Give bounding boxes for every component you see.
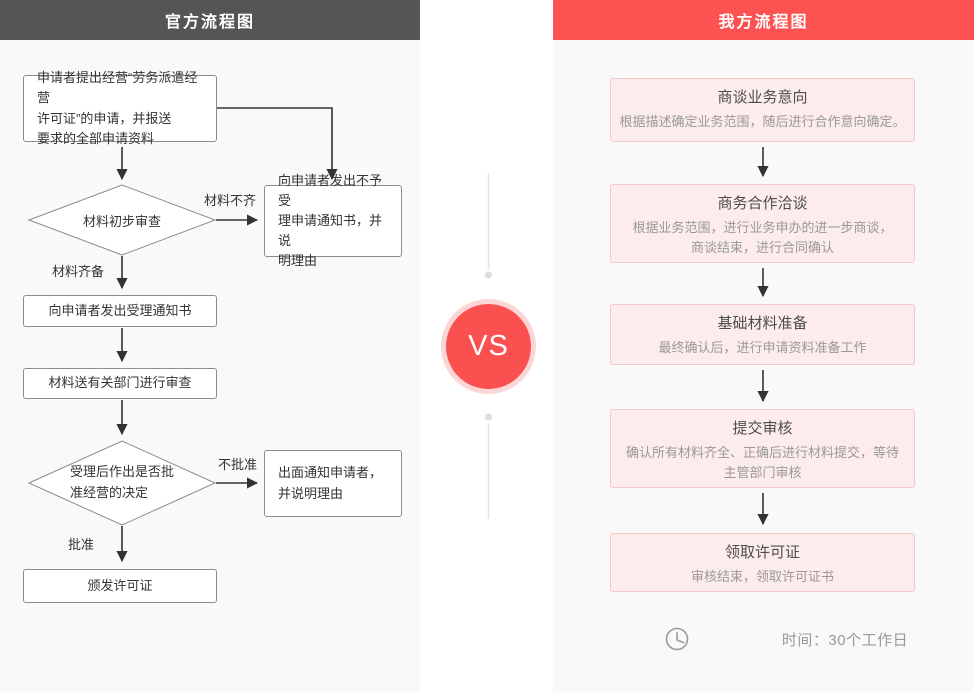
divider-dot-top	[485, 271, 492, 279]
step-2-desc: 根据业务范围，进行业务申办的进一步商谈， 商谈结束，进行合同确认	[632, 220, 893, 255]
label-materials-incomplete: 材料不齐	[204, 193, 257, 208]
step-2-title: 商务合作洽谈	[717, 195, 808, 212]
step-5-desc: 审核结束，领取许可证书	[690, 569, 834, 584]
node-notify-applicant-box: 出面通知申请者， 并说明理由	[264, 450, 402, 517]
label-materials-complete: 材料齐备	[52, 264, 105, 279]
step-3-desc: 最终确认后，进行申请资料准备工作	[658, 340, 867, 355]
divider-dot-bottom	[485, 413, 492, 421]
node-application-box: 申请者提出经营“劳务派遣经营 许可证”的申请，并报送 要求的全部申请资料	[23, 70, 217, 146]
step-box-4: 提交审核 确认所有材料齐全、正确后进行材料提交，等待 主管部门审核	[610, 409, 915, 488]
step-1-title: 商谈业务意向	[717, 89, 808, 106]
step-4-desc: 确认所有材料齐全、正确后进行材料提交，等待 主管部门审核	[625, 445, 899, 480]
time-note-row: 时间：30个工作日	[553, 625, 974, 653]
time-note-text: 时间：30个工作日	[781, 631, 909, 649]
step-box-3: 基础材料准备 最终确认后，进行申请资料准备工作	[610, 304, 915, 365]
label-not-approved: 不批准	[218, 457, 258, 472]
node-issue-license-box: 颁发许可证	[23, 569, 217, 603]
vs-badge-ring: VS	[441, 299, 536, 394]
step-box-5: 领取许可证 审核结束，领取许可证书	[610, 533, 915, 592]
our-flow-title: 我方流程图	[718, 14, 809, 31]
step-5-title: 领取许可证	[724, 544, 800, 561]
official-flow-header: 官方流程图	[0, 0, 420, 40]
step-box-2: 商务合作洽谈 根据业务范围，进行业务申办的进一步商谈， 商谈结束，进行合同确认	[610, 184, 915, 263]
official-flow-title: 官方流程图	[164, 14, 255, 31]
step-4-title: 提交审核	[732, 420, 793, 437]
label-approved: 批准	[68, 537, 95, 552]
step-box-1: 商谈业务意向 根据描述确定业务范围，随后进行合作意向确定。	[610, 78, 915, 142]
our-flow-header: 我方流程图	[553, 0, 974, 40]
node-rejection-notice-box: 向申请者发出不予受 理申请通知书，并说 明理由	[264, 173, 402, 268]
vs-badge: VS	[446, 304, 531, 389]
decision-approval-label: 受理后作出是否批 准经营的决定	[70, 464, 175, 500]
node-department-review-box: 材料送有关部门进行审查	[23, 368, 217, 399]
step-3-title: 基础材料准备	[717, 315, 808, 332]
step-1-desc: 根据描述确定业务范围，随后进行合作意向确定。	[619, 114, 906, 129]
decision-initial-review-label: 材料初步审查	[82, 214, 161, 229]
node-acceptance-notice-box: 向申请者发出受理通知书	[23, 295, 217, 327]
